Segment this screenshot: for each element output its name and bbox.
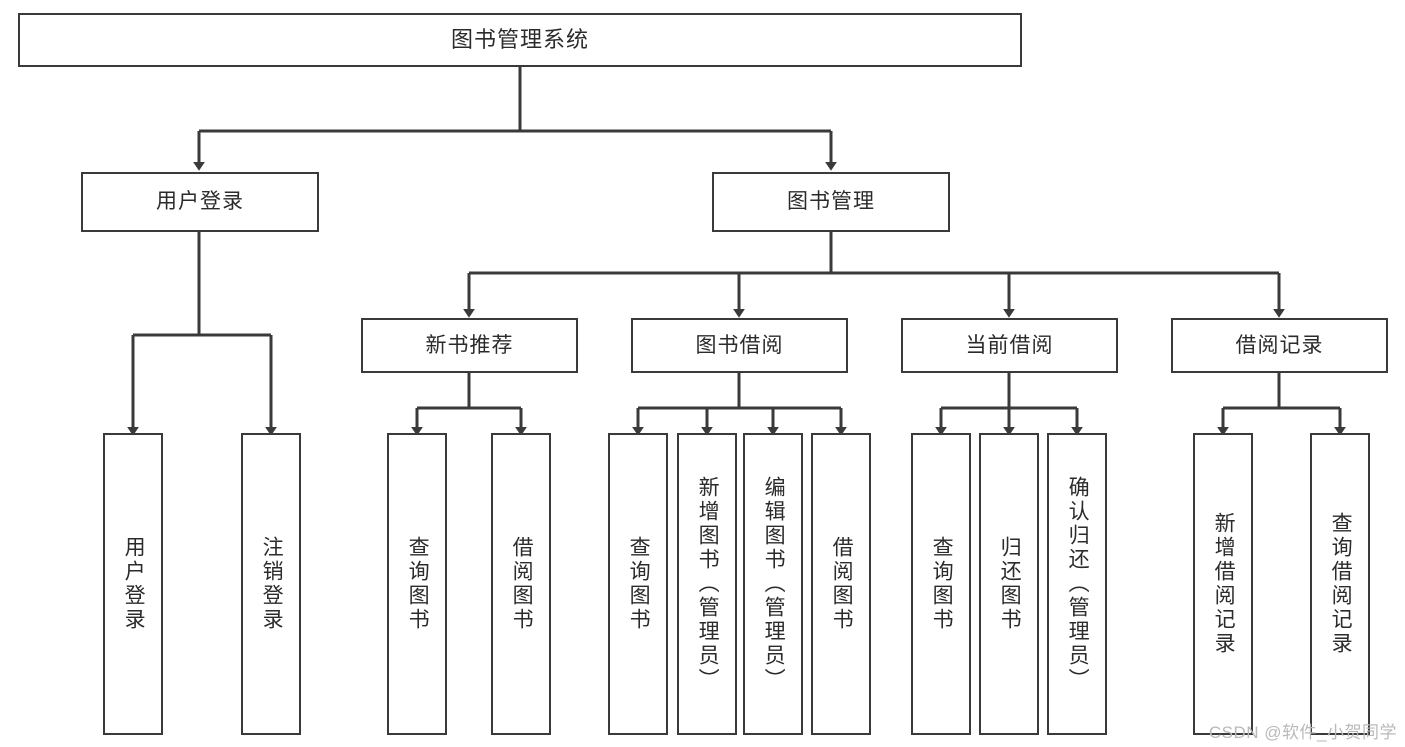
- leaf-query-book-2[interactable]: 查询图书: [608, 433, 668, 735]
- node-label: 用户登录: [122, 536, 146, 632]
- node-label: 用户登录: [156, 190, 244, 214]
- node-label: 借阅图书: [510, 536, 534, 632]
- leaf-query-book-3[interactable]: 查询图书: [911, 433, 971, 735]
- leaf-confirm-return[interactable]: 确认归还（管理员）: [1047, 433, 1107, 735]
- node-label: 借阅图书: [830, 536, 854, 632]
- node-label: 查询图书: [406, 536, 430, 632]
- node-label: 当前借阅: [965, 333, 1054, 357]
- node-book-manage[interactable]: 图书管理: [712, 172, 950, 232]
- leaf-edit-book[interactable]: 编辑图书（管理员）: [743, 433, 803, 735]
- node-borrow-record[interactable]: 借阅记录: [1171, 318, 1388, 373]
- node-book-borrow[interactable]: 图书借阅: [631, 318, 848, 373]
- node-label: 新增图书（管理员）: [696, 476, 720, 692]
- node-label: 图书管理: [787, 190, 875, 214]
- node-label: 图书管理系统: [450, 26, 589, 52]
- leaf-borrow-book-2[interactable]: 借阅图书: [811, 433, 871, 735]
- node-user-login[interactable]: 用户登录: [81, 172, 319, 232]
- node-label: 图书借阅: [695, 333, 784, 357]
- node-label: 编辑图书（管理员）: [762, 476, 786, 692]
- csdn-watermark: CSDN @软件_小贺同学: [1208, 723, 1397, 742]
- leaf-return-book[interactable]: 归还图书: [979, 433, 1039, 735]
- node-label: 注销登录: [260, 536, 284, 632]
- node-label: 借阅记录: [1235, 333, 1324, 357]
- node-new-book-rec[interactable]: 新书推荐: [361, 318, 578, 373]
- leaf-query-record[interactable]: 查询借阅记录: [1310, 433, 1370, 735]
- leaf-query-book-1[interactable]: 查询图书: [387, 433, 447, 735]
- leaf-logout-login[interactable]: 注销登录: [241, 433, 301, 735]
- node-label: 查询图书: [930, 536, 954, 632]
- node-current-borrow[interactable]: 当前借阅: [901, 318, 1118, 373]
- leaf-user-login[interactable]: 用户登录: [103, 433, 163, 735]
- node-label: 归还图书: [998, 536, 1022, 632]
- node-label: 查询借阅记录: [1329, 512, 1353, 656]
- leaf-borrow-book-1[interactable]: 借阅图书: [491, 433, 551, 735]
- leaf-add-book[interactable]: 新增图书（管理员）: [677, 433, 737, 735]
- node-root-system[interactable]: 图书管理系统: [18, 13, 1022, 67]
- node-label: 新增借阅记录: [1212, 512, 1236, 656]
- node-label: 确认归还（管理员）: [1066, 476, 1090, 692]
- node-label: 查询图书: [627, 536, 651, 632]
- leaf-add-record[interactable]: 新增借阅记录: [1193, 433, 1253, 735]
- node-label: 新书推荐: [425, 333, 514, 357]
